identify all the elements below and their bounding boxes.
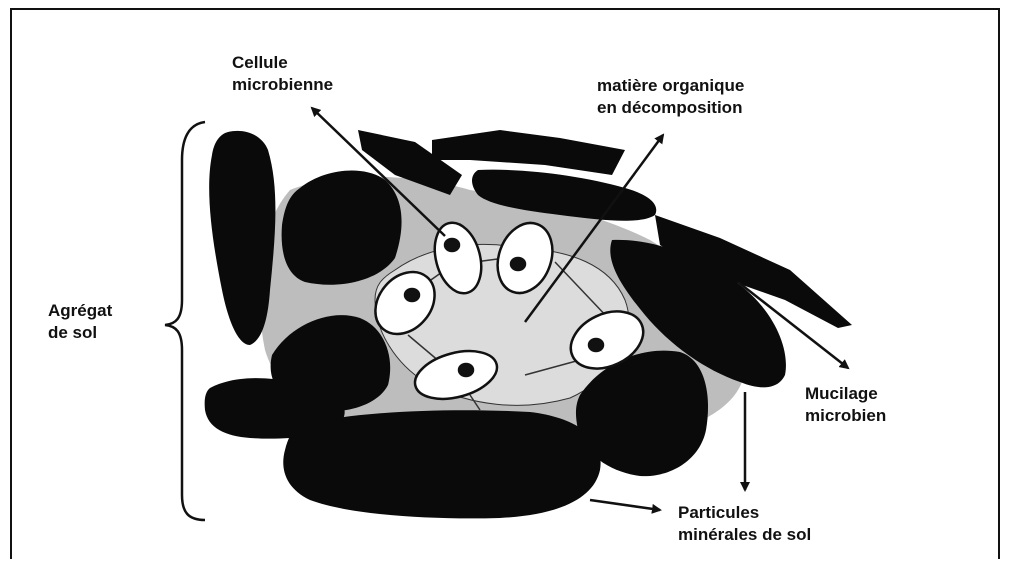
mineral-particle	[209, 131, 275, 345]
aggregate-brace	[165, 122, 205, 520]
label-agregat-de-sol: Agrégat de sol	[48, 300, 112, 344]
label-matiere-organique: matière organique en décomposition	[597, 75, 744, 119]
mineral-particle	[432, 130, 625, 175]
label-particules-minerales: Particules minérales de sol	[678, 502, 811, 546]
label-cellule-microbienne: Cellule microbienne	[232, 52, 333, 96]
mineral-particle	[283, 410, 600, 518]
label-mucilage-microbien: Mucilage microbien	[805, 383, 886, 427]
arrow-particules-2	[590, 500, 660, 510]
